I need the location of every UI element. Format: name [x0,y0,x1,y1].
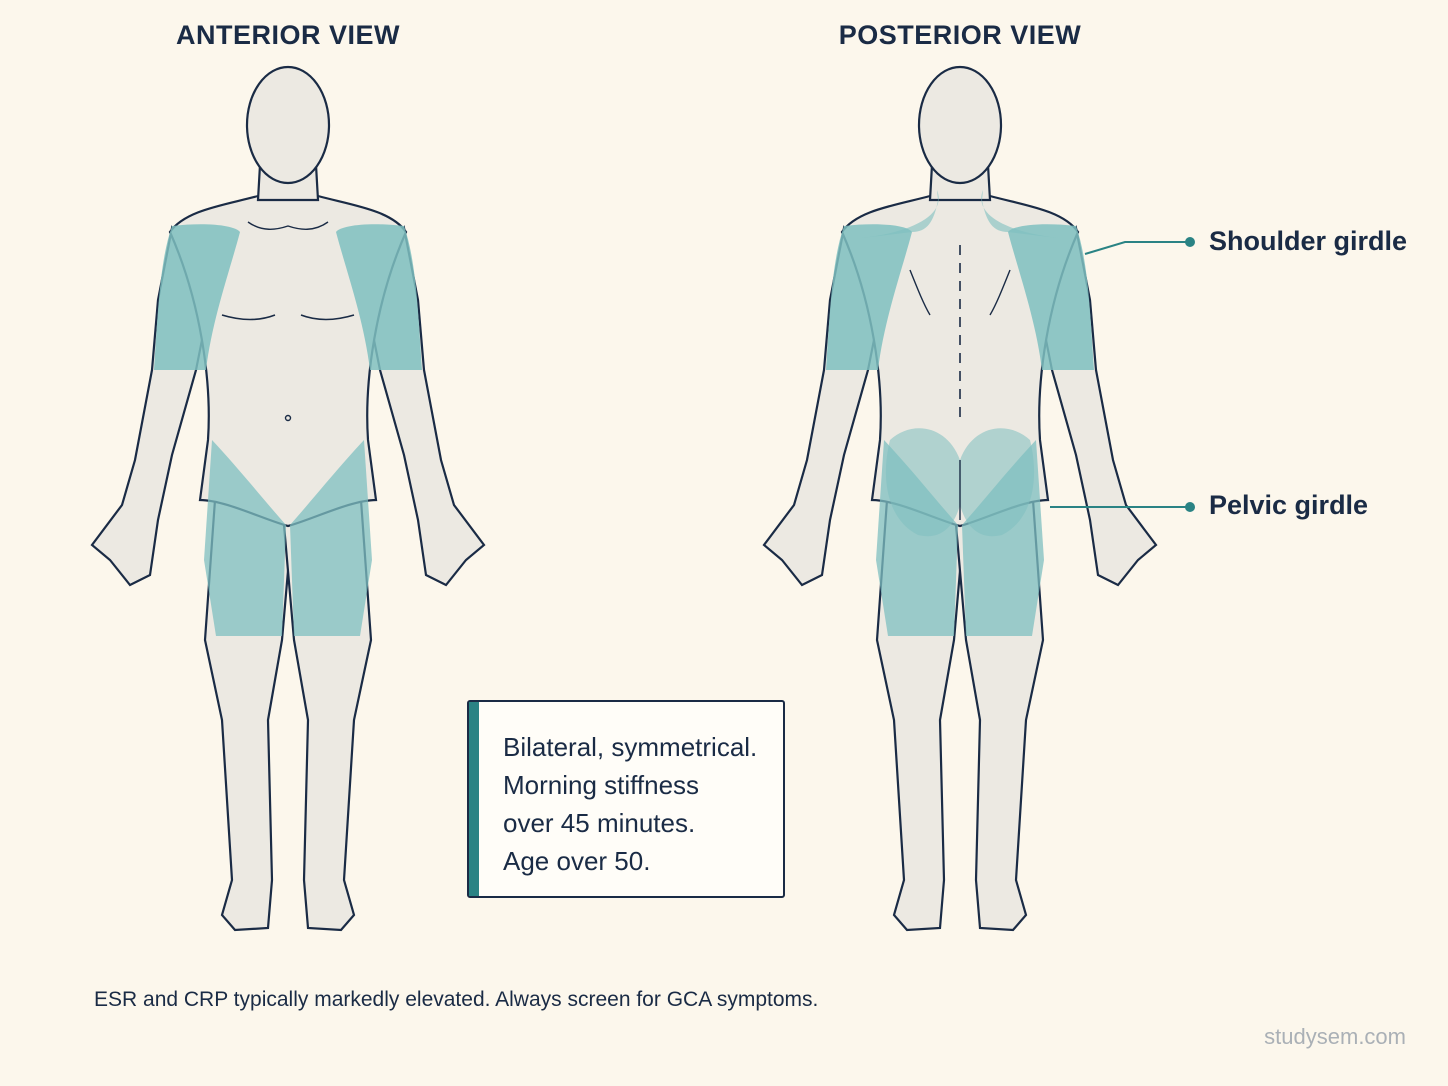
note-line: Morning stiffness [503,770,700,800]
criteria-note-box: Bilateral, symmetrical. Morning stiffnes… [467,700,785,898]
shoulder-girdle-label: Shoulder girdle [1209,226,1408,256]
note-text: Bilateral, symmetrical. Morning stiffnes… [503,728,757,880]
note-line: Bilateral, symmetrical. [503,732,758,762]
pelvic-girdle-label: Pelvic girdle [1209,490,1369,520]
pelvic-leader-dot [1185,502,1195,512]
anterior-figure [90,65,486,932]
note-line: over 45 minutes. [503,808,696,838]
shoulder-leader-dot [1185,237,1195,247]
posterior-view-title: POSTERIOR VIEW [838,20,1082,50]
anterior-view-title: ANTERIOR VIEW [175,20,400,50]
watermark: studysem.com [1264,1024,1406,1049]
footer-note: ESR and CRP typically markedly elevated.… [94,988,819,1011]
note-accent-bar [469,702,479,896]
shoulder-leader-line [1084,241,1190,255]
note-line: Age over 50. [503,846,651,876]
posterior-figure [762,65,1158,932]
